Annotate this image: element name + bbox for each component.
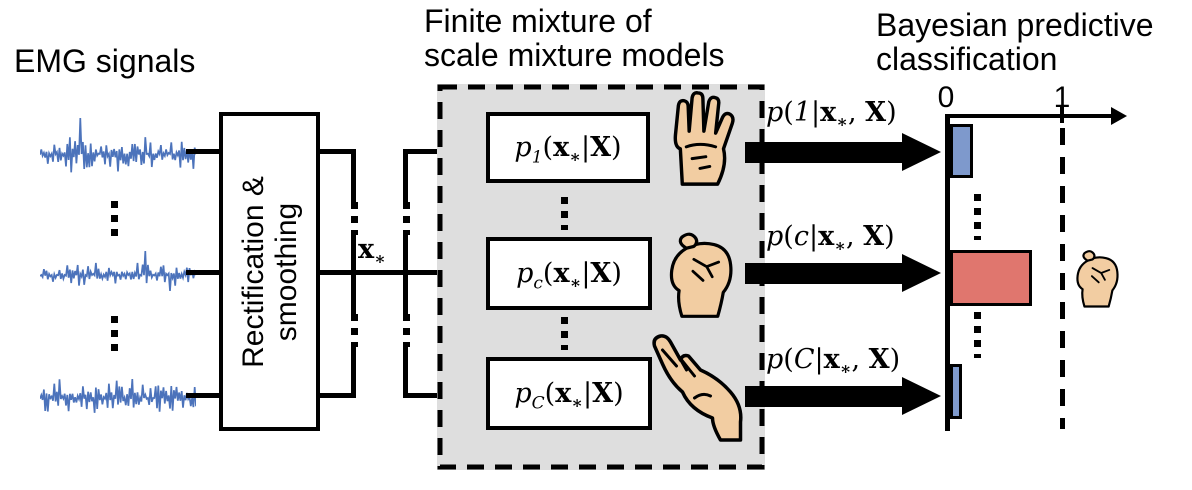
preprocessing-box-label: Rectification & smoothing (236, 175, 303, 368)
vertical-ellipsis (561, 317, 568, 350)
model-box-1-label: p1(x∗|X) (514, 132, 622, 168)
bent-hand-icon (640, 326, 765, 442)
model-box-1: p1(x∗|X) (486, 112, 650, 183)
posterior-label-C: p(C|x∗, X) (766, 344, 901, 380)
feature-line (316, 270, 464, 275)
feature-bus (403, 346, 408, 398)
feature-bus (403, 149, 408, 202)
connector-line (403, 149, 464, 154)
vertical-ellipsis (974, 194, 981, 240)
vertical-ellipsis (111, 316, 118, 356)
prob-gridline-one (1060, 128, 1065, 429)
feature-bus (351, 149, 356, 202)
prob-bar-c (950, 250, 1032, 306)
prob-axis-horizontal (945, 114, 1111, 118)
model-box-c-label: pc(x∗|X) (516, 258, 622, 294)
prob-axis-arrowhead (1111, 107, 1127, 125)
model-box-C-label: pC(x∗|X) (514, 378, 624, 414)
connector-line (403, 393, 464, 398)
feature-bus (351, 346, 356, 398)
connector-line (186, 149, 222, 154)
open-hand-icon (648, 88, 748, 190)
posterior-label-1: p(1|x∗, X) (766, 97, 897, 133)
posterior-arrow-c-head (902, 254, 941, 292)
prob-axis-one-label: 1 (1053, 81, 1071, 114)
feature-bus-dots (351, 314, 358, 347)
posterior-arrow-c (745, 263, 902, 284)
prob-bar-1 (950, 124, 973, 178)
bayes-title: Bayesian predictive classification (876, 7, 1154, 77)
posterior-arrow-1 (745, 142, 902, 163)
prob-axis-zero-label: 0 (937, 81, 955, 114)
model-box-C: pC(x∗|X) (486, 357, 652, 430)
emg-title: EMG signals (14, 43, 196, 79)
vertical-ellipsis (111, 201, 118, 241)
feature-bus (403, 234, 408, 314)
predicted-fist-icon (1064, 236, 1126, 320)
emg-waveform-3 (40, 378, 196, 413)
emg-waveform-2 (40, 250, 196, 291)
connector-line (316, 149, 355, 154)
connector-line (186, 393, 222, 398)
fist-icon (650, 228, 745, 320)
prob-axis-tick-one (1060, 107, 1064, 123)
connector-line (186, 270, 222, 275)
preprocessing-box: Rectification & smoothing (219, 112, 320, 431)
mixture-title: Finite mixture of scale mixture models (424, 3, 725, 73)
emg-waveform-1 (40, 117, 196, 173)
posterior-label-c: p(c|x∗, X) (766, 221, 895, 257)
prob-axis-vertical (945, 114, 950, 431)
posterior-arrow-C (745, 386, 902, 407)
vertical-ellipsis (974, 312, 981, 358)
feature-bus-dots (403, 202, 410, 235)
feature-bus-dots (351, 202, 358, 235)
prob-bar-C (950, 364, 962, 419)
feature-vector-label: x∗ (358, 234, 386, 270)
model-box-c: pc(x∗|X) (486, 237, 652, 310)
feature-bus-dots (403, 314, 410, 347)
posterior-arrow-1-head (902, 133, 941, 171)
posterior-arrow-C-head (902, 377, 941, 415)
connector-line (316, 393, 355, 398)
vertical-ellipsis (561, 197, 568, 230)
